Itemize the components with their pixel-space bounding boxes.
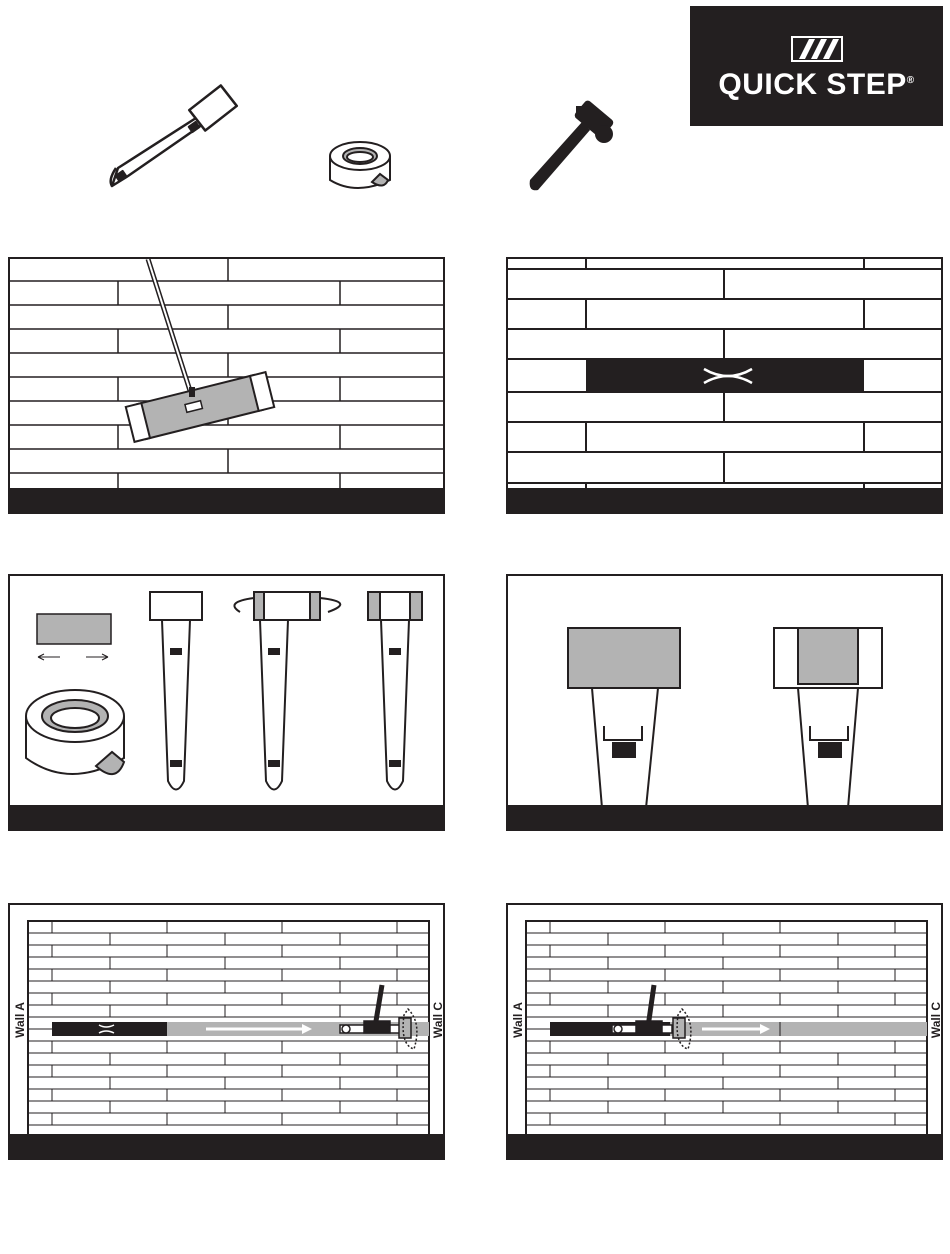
tapping-block-plain-icon (150, 592, 202, 790)
tapping-block-taped-icon (368, 592, 422, 790)
tape-strip-icon (37, 614, 111, 660)
block-head-wrapped-icon (774, 628, 882, 808)
logo-wordmark: QUICK STEP® (690, 68, 943, 102)
step-4-footer-bar (508, 805, 941, 829)
removed-plank-gap (52, 1022, 167, 1036)
step-6-footer-bar (508, 1134, 941, 1158)
step-2-panel (506, 257, 943, 514)
wall-c-label: Wall C (431, 996, 445, 1044)
step-1-panel (8, 257, 445, 514)
step-4-panel (506, 574, 943, 831)
quick-step-logo: QUICK STEP® (690, 6, 943, 126)
step-5-panel: Wall A Wall C (8, 903, 445, 1160)
hammer-icon (530, 99, 615, 190)
wall-c-label: Wall C (929, 996, 943, 1044)
step-5-footer-bar (10, 1134, 443, 1158)
tape-roll-icon (26, 690, 124, 774)
step-1-footer-bar (10, 488, 443, 512)
step-2-footer-bar (508, 488, 941, 512)
wall-a-label: Wall A (13, 996, 27, 1044)
step-3-footer-bar (10, 805, 443, 829)
pull-bar-tool-icon (126, 259, 274, 442)
floor-planks (10, 259, 445, 489)
block-head-taped-icon (568, 628, 680, 808)
step-3-panel (8, 574, 445, 831)
tapping-block-wrapping-icon (234, 592, 340, 790)
tapping-block-icon (111, 85, 237, 186)
logo-stripes-icon (791, 36, 843, 62)
tape-roll-icon (330, 142, 390, 188)
step-6-panel: Wall A Wall C (506, 903, 943, 1160)
wall-a-label: Wall A (511, 996, 525, 1044)
